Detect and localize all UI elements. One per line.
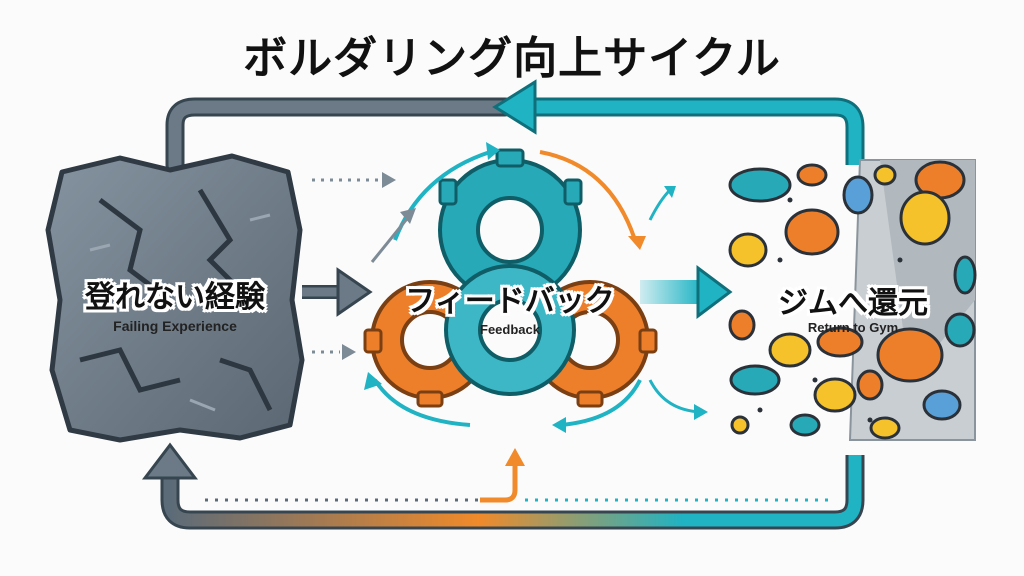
gym-label-jp: ジムへ還元 [778,286,928,321]
gym-label-en: Return to Gym [807,320,899,335]
top-loop-arrow [165,79,865,175]
feedback-to-gym-arrow [640,265,733,319]
failing-label-jp: 登れない経験 [85,280,265,315]
gears-icon [363,148,658,408]
bottom-loop-arrow [141,442,865,530]
page-title: ボルダリング向上サイクル [243,33,781,84]
feedback-label-jp: フィードバック [405,284,615,319]
failing-label-en: Failing Experience [113,318,237,334]
climbing-holds-icon [728,159,977,441]
feedback-cycle-arrowheads [364,142,708,433]
feedback-label-en: Feedback [480,322,540,337]
rock-to-feedback-arrows [302,172,396,360]
rock-icon [45,153,305,443]
feedback-cycle-arrows [370,150,701,427]
